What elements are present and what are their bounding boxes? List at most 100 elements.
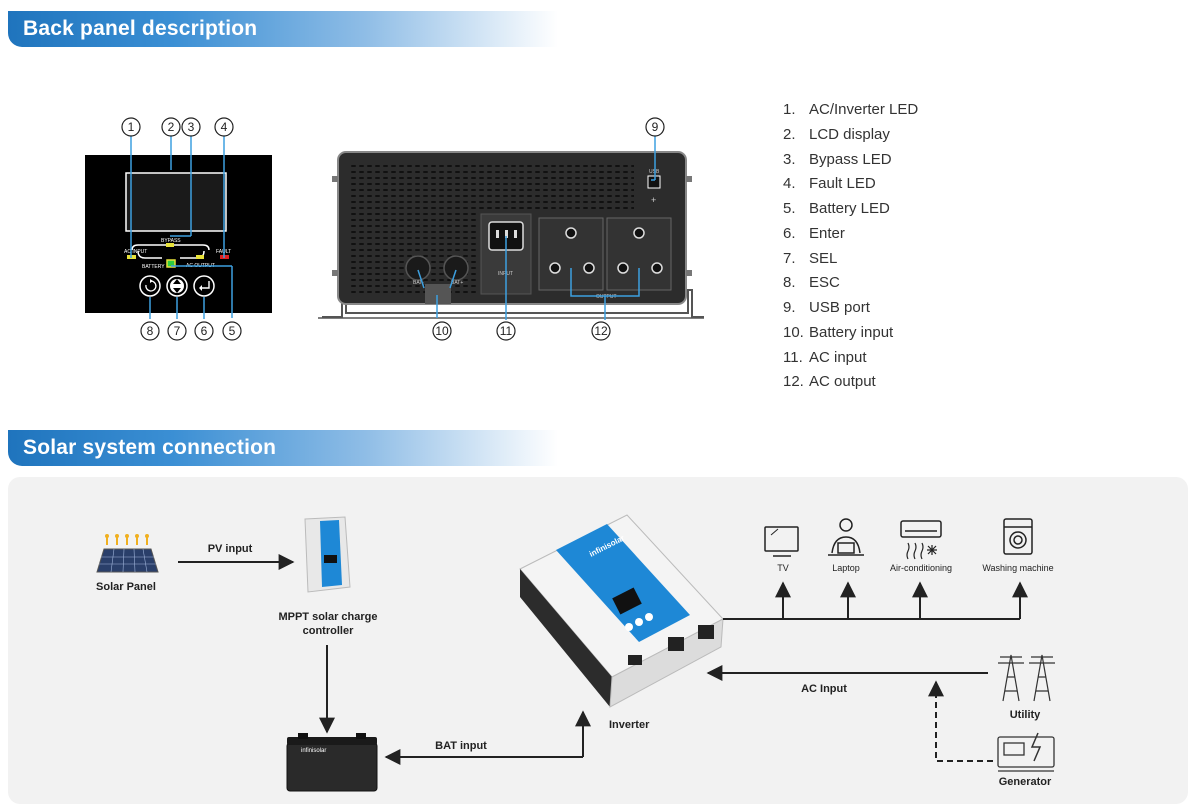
generator-icon (997, 732, 1055, 772)
generator-label: Generator (999, 776, 1052, 788)
enter-arrow-icon (199, 285, 202, 291)
legend-item: 9.USB port (783, 299, 870, 316)
sel-icon (170, 279, 184, 293)
lcd-screen (125, 172, 227, 232)
legend-item: 10.Battery input (783, 323, 894, 341)
callout-4 (214, 117, 234, 137)
battery-label: BATTERY (142, 264, 165, 270)
callout-3 (181, 117, 201, 137)
callout-12 (591, 321, 611, 341)
ac-output-led (196, 255, 204, 259)
callout-9-label: 9 (652, 120, 659, 134)
side-tab (686, 270, 692, 276)
legend-item: 2.LCD display (783, 125, 890, 143)
bat-input-label: BAT input (435, 740, 487, 752)
legend-item: 6.Enter (783, 224, 845, 242)
front-panel-diagram: AC INPUT BYPASS FAULT BATTERY AC OUTPUT … (85, 117, 272, 341)
component-legend: 1.AC/Inverter LED 2.LCD display 3.Bypass… (783, 101, 1013, 398)
callout-2 (161, 117, 181, 137)
legend-item: 4.Fault LED (783, 175, 876, 193)
load-label-laptop: Laptop (832, 563, 860, 573)
legend-item: 7.SEL (783, 249, 838, 267)
load-label-washer: Washing machine (982, 563, 1053, 573)
generator-feed-arrow (928, 680, 993, 762)
section-title: Solar system connection (23, 436, 277, 459)
battery-brand: infinisolar (301, 748, 326, 754)
utility-label: Utility (1010, 709, 1041, 721)
legend-item: 12.AC output (783, 373, 876, 391)
callout-2-label: 2 (168, 120, 175, 134)
battery-led (166, 259, 176, 268)
callout-1 (121, 117, 141, 137)
output-label: OUTPUT (596, 294, 617, 300)
washing-machine-icon (1003, 518, 1033, 555)
battery-device (286, 733, 378, 792)
legend-item: 11.AC input (783, 348, 867, 366)
section-header-solar-system: Solar system connection (8, 430, 558, 466)
load-label-tv: TV (777, 563, 789, 573)
esc-arrow-icon (150, 279, 153, 283)
mppt-label-line2: controller (303, 625, 354, 637)
bypass-label: BYPASS (161, 238, 181, 244)
air-conditioning-icon (900, 520, 942, 560)
vent-grille-top (348, 164, 634, 209)
callout-6 (194, 321, 214, 341)
section-title: Back panel description (23, 17, 258, 40)
inverter-label: Inverter (609, 719, 650, 731)
callout-1-label: 1 (128, 120, 135, 134)
legend-item: 3.Bypass LED (783, 150, 892, 168)
esc-button[interactable] (139, 275, 161, 297)
battery-warning-label (425, 284, 451, 304)
callout-7-label: 7 (174, 324, 181, 338)
mppt-controller-device (304, 516, 351, 593)
solar-panel-icon (96, 534, 159, 573)
callout-6-label: 6 (201, 324, 208, 338)
ac-input-label: AC INPUT (124, 249, 147, 255)
mppt-label-line1: MPPT solar charge (278, 611, 377, 623)
callout-12-label: 12 (594, 324, 608, 338)
callout-8 (140, 321, 160, 341)
solar-panel-label: Solar Panel (96, 581, 156, 593)
svg-text:+: + (651, 195, 656, 205)
legend-item: 8.ESC (783, 274, 840, 292)
side-tab (332, 176, 338, 182)
callout-8-label: 8 (147, 324, 154, 338)
bat-neg-label: BAT- (413, 280, 424, 286)
pv-input-label: PV input (208, 543, 253, 555)
enter-button[interactable] (193, 275, 215, 297)
sel-arrows-icon (173, 279, 181, 293)
usb-port[interactable] (647, 175, 661, 189)
ac-input-label: AC Input (801, 683, 847, 695)
front-callout-lines (130, 136, 233, 319)
battery-line-left (137, 250, 162, 259)
callout-11-label: 11 (500, 324, 513, 338)
callout-11 (496, 321, 516, 341)
rear-panel-diagram: USB + BAT- BAT+ INPUT OUTPUT 9 (318, 117, 704, 341)
bat-pos-label: BAT+ (451, 280, 463, 286)
tv-icon (764, 526, 799, 557)
section-header-back-panel: Back panel description (8, 11, 558, 47)
side-tab (686, 176, 692, 182)
callout-10-label: 10 (435, 324, 449, 338)
callout-7 (167, 321, 187, 341)
enter-icon (200, 281, 210, 289)
callout-9 (645, 117, 665, 137)
laptop-icon (828, 518, 864, 556)
callout-10 (432, 321, 452, 341)
callout-4-label: 4 (221, 120, 228, 134)
callout-5 (222, 321, 242, 341)
legend-item: 1.AC/Inverter LED (783, 101, 919, 118)
bat-neg-terminal (405, 255, 431, 281)
side-tab (332, 270, 338, 276)
callout-5-label: 5 (229, 324, 236, 338)
utility-tower-icon (998, 654, 1055, 702)
inverter-device (519, 514, 724, 708)
bypass-led (166, 243, 174, 247)
load-label-aircon: Air-conditioning (890, 563, 952, 573)
rear-callout-lines (417, 136, 656, 320)
solar-system-diagram: Solar Panel PV input MPPT solar charge c… (96, 514, 1055, 792)
legend-item: 5.Battery LED (783, 200, 890, 217)
bat-pos-terminal (443, 255, 469, 281)
esc-icon (145, 280, 157, 292)
callout-3-label: 3 (188, 120, 195, 134)
